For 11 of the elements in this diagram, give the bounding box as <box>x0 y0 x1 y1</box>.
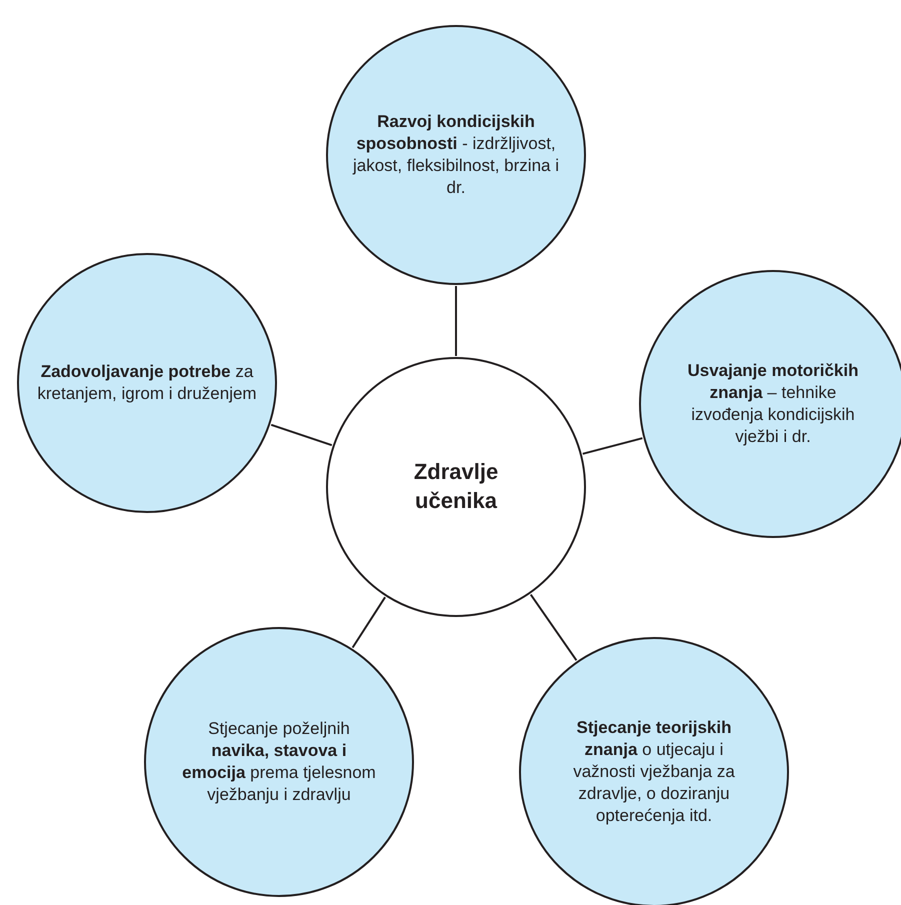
circle-text: Stjecanje teorijskih znanja o utjecaju i važnosti vježbanja za zdravlje, o doziranju opterećenja itd. <box>572 716 736 828</box>
connector-line <box>352 596 386 648</box>
circle-text: Razvoj kondicijskih sposobnosti - izdržljivost, jakost, fleksibilnost, brzina i dr. <box>352 110 560 200</box>
circle-text: Zadovoljavanje potrebe za kretanjem, igrom i druženjem <box>37 360 257 405</box>
connector-line <box>582 437 643 455</box>
circle-text: Stjecanje poželjnih navika, stavova i emocija prema tjelesnom vježbanju i zdravlju <box>181 718 377 806</box>
connector-line <box>270 424 332 446</box>
circle-text: Usvajanje motoričkih znanja – tehnike izvođenja kondicijskih vježbi i dr. <box>686 360 860 448</box>
connector-line <box>530 594 578 661</box>
connector-line <box>455 286 457 356</box>
circle-text: Zdravlje učenika <box>412 458 500 515</box>
